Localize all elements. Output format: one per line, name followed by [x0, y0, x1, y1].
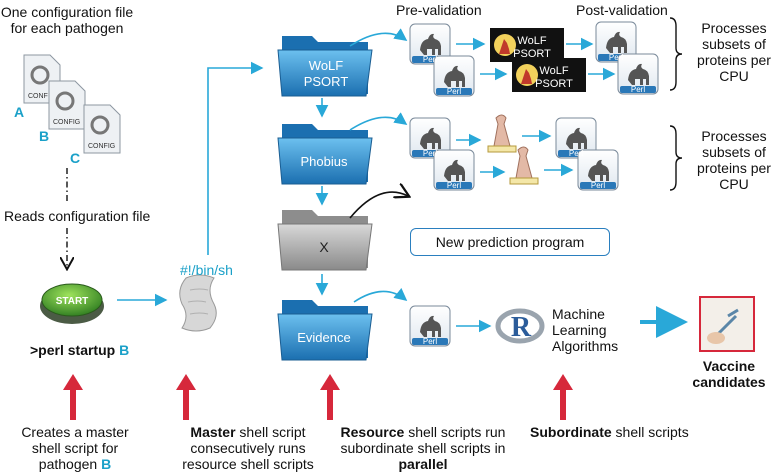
perl-icon-label: Perl — [447, 87, 461, 96]
ml-algorithms-label: Machine Learning Algorithms — [552, 306, 618, 354]
folder-phobius-label: Phobius — [301, 154, 348, 169]
folder-wolf-line2: PSORT — [304, 74, 349, 89]
config-docs: CONFIG CONFIG CONFIG — [23, 54, 121, 154]
svg-text:CONFIG: CONFIG — [28, 93, 55, 100]
folder-wolf-psort-icon — [277, 36, 373, 97]
caption-master: Master shell script consecutively runs r… — [168, 424, 328, 472]
caption-startup: Creates a master shell script for pathog… — [0, 424, 150, 472]
startup-text: >perl startup — [30, 342, 116, 358]
config-letter-c: C — [70, 150, 81, 166]
folder-evidence-icon — [277, 300, 373, 361]
caption2-line2: consecutively runs — [190, 440, 306, 457]
processes-line3: proteins per — [697, 52, 771, 69]
phobius-figure-icon — [487, 114, 517, 153]
ml-line2: Learning — [552, 322, 607, 339]
perl-icon-label: Perl — [423, 337, 437, 346]
caption2-bold: Master — [190, 424, 236, 440]
caption3-line2: subordinate shell scripts in — [340, 440, 506, 457]
r-logo-letter: R — [511, 312, 532, 343]
caption4-bold: Subordinate — [530, 424, 612, 440]
curve-arrow-phobius — [349, 112, 408, 131]
config-title-line2: for each pathogen — [10, 20, 124, 37]
config-doc-b-icon: CONFIG — [48, 80, 86, 130]
wolf-logo-line2: PSORT — [535, 78, 573, 90]
arrow-shell-to-wolf — [207, 61, 264, 255]
caption1-line3: pathogen — [38, 456, 98, 473]
svg-text:CONFIG: CONFIG — [88, 143, 115, 150]
config-doc-c-icon: CONFIG — [83, 104, 121, 154]
folder-phobius-icon — [277, 124, 373, 185]
perl-icon-label: Perl — [423, 55, 437, 64]
caption4-rest: shell scripts — [611, 424, 689, 440]
start-button-icon — [40, 283, 104, 324]
caption2-line1-rest: shell script — [235, 424, 306, 440]
folder-evidence-label: Evidence — [297, 330, 350, 345]
vaccine-image-icon — [699, 296, 755, 352]
processes-line3: proteins per — [697, 160, 771, 177]
new-prediction-label: New prediction program — [435, 234, 585, 250]
brace-phobius — [669, 125, 683, 191]
phobius-figure-icon — [509, 146, 539, 185]
brace-wolf — [669, 17, 683, 91]
caption-resource: Resource shell scripts run subordinate s… — [318, 424, 528, 472]
curve-arrow-wolf — [349, 28, 408, 47]
config-title-line1: One configuration file — [0, 4, 134, 20]
perl-icon-label: Perl — [591, 181, 605, 190]
caption2-line3: resource shell scripts — [182, 456, 314, 473]
red-up-arrow-icon — [553, 374, 573, 420]
post-validation-header: Post-validation — [576, 2, 668, 18]
perl-icon-label: Perl — [423, 149, 437, 158]
ml-line1: Machine — [552, 306, 605, 322]
new-prediction-program-box: New prediction program — [410, 228, 610, 256]
folder-wolf-line1: WoLF — [309, 58, 343, 73]
caption1-line2: shell script for — [31, 440, 119, 457]
caption1-letter: B — [101, 456, 112, 473]
startup-command: >perl startup B — [30, 342, 129, 358]
ml-line3: Algorithms — [552, 338, 619, 355]
vaccine-line2: candidates — [692, 374, 766, 391]
wolf-logo-line1: WoLF — [517, 35, 546, 47]
processes-line1: Processes — [701, 128, 767, 144]
caption1-line1: Creates a master — [21, 424, 129, 440]
config-letter-a: A — [14, 104, 25, 120]
red-up-arrow-icon — [63, 374, 83, 420]
wolf-logo-line2: PSORT — [513, 48, 551, 60]
processes-line2: subsets of — [702, 144, 766, 161]
perl-icon-label: Perl — [631, 85, 645, 94]
processes-note-wolf: Processes subsets of proteins per CPU — [688, 20, 780, 84]
perl-icon-label: Perl — [569, 149, 583, 158]
caption-subordinate: Subordinate shell scripts — [530, 424, 689, 440]
reads-config-text: Reads configuration file — [4, 208, 151, 224]
curve-arrow-x — [349, 192, 408, 219]
processes-line4: CPU — [719, 68, 749, 85]
perl-icon-label: Perl — [447, 181, 461, 190]
folder-x-icon — [277, 210, 373, 271]
config-letter-b: B — [39, 128, 50, 144]
shebang-label: #!/bin/sh — [180, 262, 233, 278]
processes-line2: subsets of — [702, 36, 766, 53]
caption3-bold: Resource — [340, 424, 405, 440]
caption3-line3: parallel — [398, 456, 448, 473]
startup-letter: B — [119, 342, 130, 358]
pre-validation-header: Pre-validation — [396, 2, 482, 18]
svg-text:CONFIG: CONFIG — [53, 119, 80, 126]
perl-icon-label: Perl — [609, 53, 623, 62]
curve-arrow-evidence — [353, 287, 408, 303]
wolf-logo-line1: WoLF — [539, 65, 568, 77]
r-logo-icon — [495, 308, 545, 344]
caption3-line1-rest: shell scripts run — [404, 424, 506, 440]
processes-line1: Processes — [701, 20, 767, 36]
red-up-arrow-icon — [320, 374, 340, 420]
start-button-label: START — [56, 296, 89, 307]
vaccine-candidates-label: Vaccine candidates — [684, 358, 774, 390]
shell-script-scroll-icon — [179, 274, 217, 332]
folder-x-label: X — [319, 239, 329, 255]
vaccine-line1: Vaccine — [702, 358, 756, 374]
processes-line4: CPU — [719, 176, 749, 193]
processes-note-phobius: Processes subsets of proteins per CPU — [688, 128, 780, 192]
red-up-arrow-icon — [176, 374, 196, 420]
config-title: One configuration file for each pathogen — [0, 4, 134, 36]
